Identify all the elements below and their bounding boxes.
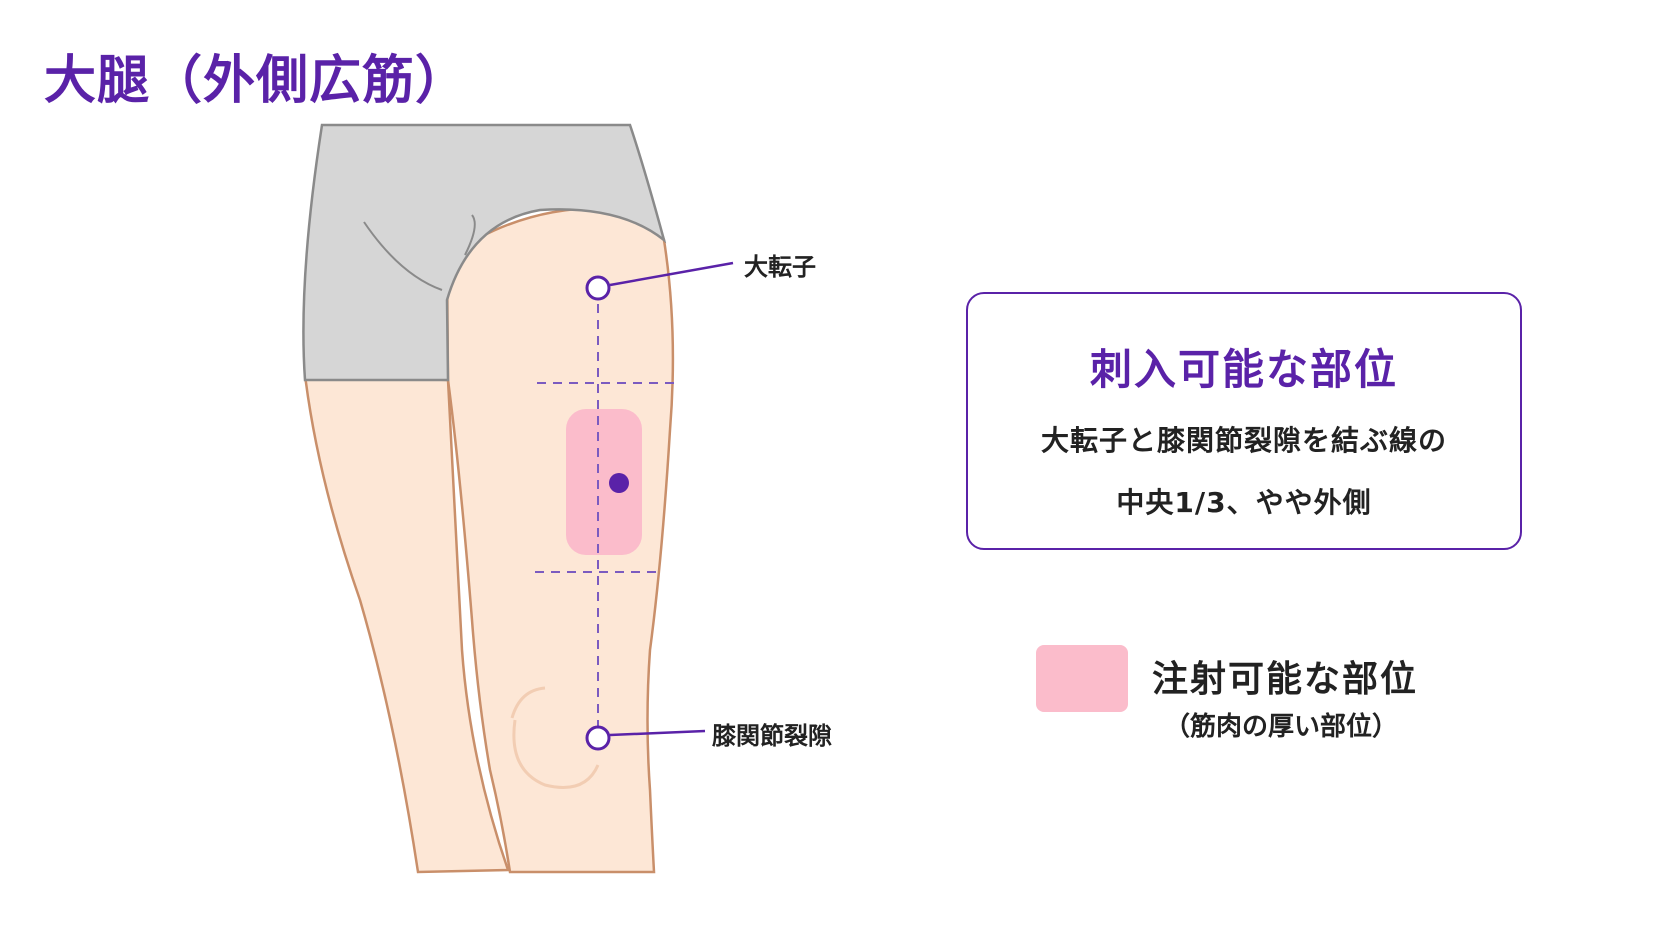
injection-area — [566, 409, 642, 555]
legend-swatch — [1036, 645, 1128, 712]
legend-sublabel: （筋肉の厚い部位） — [1164, 712, 1399, 742]
greater-trochanter-marker — [585, 275, 611, 301]
left-leg — [303, 373, 510, 874]
injection-point — [609, 473, 629, 493]
legend-label: 注射可能な部位 — [1152, 659, 1419, 700]
knee-joint-marker — [585, 725, 611, 751]
puncture-site-box: 刺入可能な部位 大転子と膝関節裂隙を結ぶ線の 中央1/3、やや外側 — [966, 292, 1522, 550]
puncture-site-heading: 刺入可能な部位 — [1089, 345, 1398, 394]
puncture-site-line-1: 大転子と膝関節裂隙を結ぶ線の — [1040, 424, 1447, 457]
knee-joint-space-label: 膝関節裂隙 — [712, 722, 832, 750]
puncture-site-line-2: 中央1/3、やや外側 — [1116, 486, 1372, 519]
greater-trochanter-label: 大転子 — [744, 253, 816, 281]
page-title: 大腿（外側広筋） — [44, 51, 469, 111]
shorts — [302, 123, 667, 382]
knee-cap-hint — [512, 719, 600, 789]
